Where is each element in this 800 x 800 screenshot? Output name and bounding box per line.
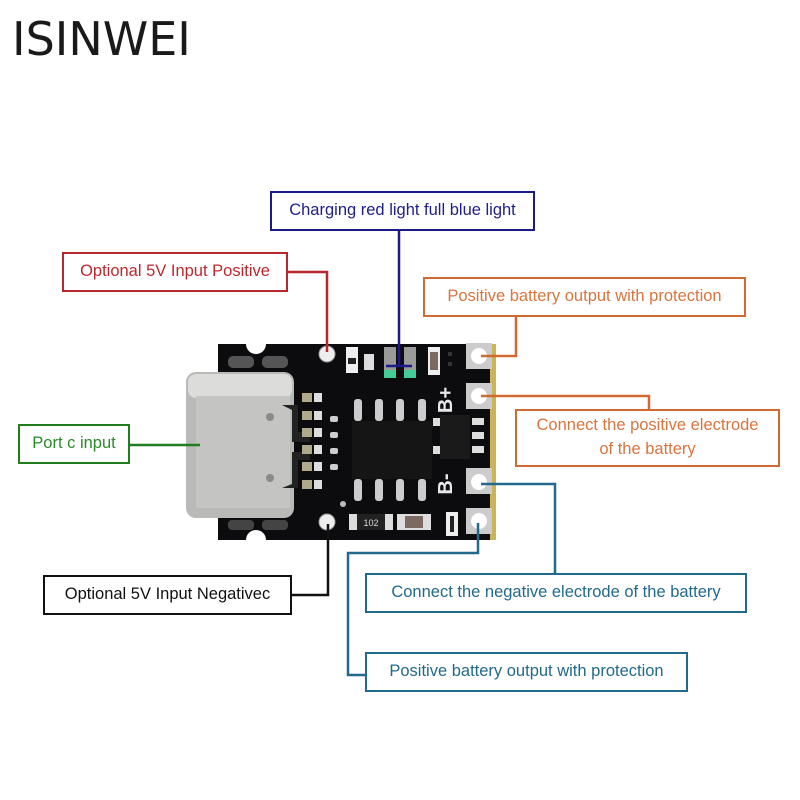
label-out-positive-bottom: Positive battery output with protection [365,652,688,692]
usb-pins [302,393,338,489]
leader-batt-negative [481,482,557,573]
leader-vin-positive [284,270,329,352]
leader-charging-led [386,229,412,368]
leader-batt-positive [481,394,651,410]
label-charging-led: Charging red light full blue light [270,191,535,231]
bottom-components: 102 [340,501,431,530]
label-batt-positive: Connect the positive electrode of the ba… [515,409,780,467]
leader-vin-negative [291,524,330,597]
battery-pads [466,343,492,534]
charger-ic [352,399,432,501]
label-out-positive-top: Positive battery output with protection [423,277,746,317]
label-vin-positive: Optional 5V Input Positive [62,252,288,292]
leader-out-positive-bottom [346,523,480,677]
silkscreen-b-plus: B+ [435,387,457,413]
leader-out-positive-top [481,315,518,358]
protection-ic [433,415,484,459]
batt-positive-pad [471,388,487,404]
top-components [346,347,452,378]
label-vin-negative: Optional 5V Input Negativec [43,575,292,615]
label-port-c: Port c input [18,424,130,464]
usb-c-connector [186,372,310,518]
label-batt-negative: Connect the negative electrode of the ba… [365,573,747,613]
out-positive-top-pad [471,348,487,364]
batt-negative-pad [471,474,487,490]
silkscreen-b-minus: B- [435,473,457,494]
resistor-code: 102 [363,518,378,528]
brand-logo: ISINWEI [12,12,191,66]
out-positive-bottom-pad [471,513,487,529]
